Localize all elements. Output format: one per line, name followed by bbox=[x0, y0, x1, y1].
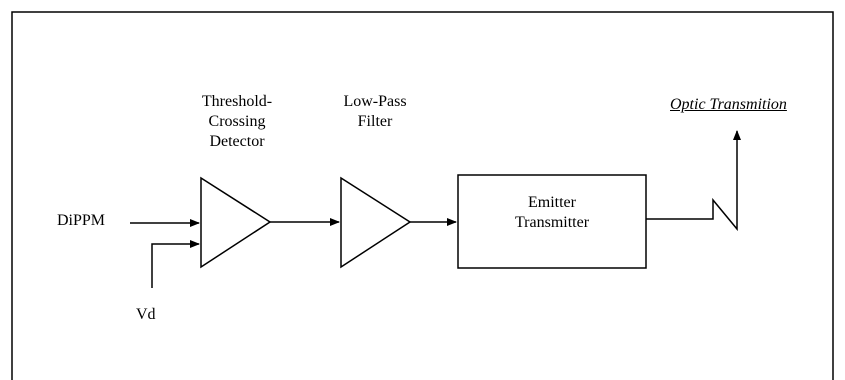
emitter-transmitter-label: Emitter Transmitter bbox=[470, 193, 634, 233]
vd-label: Vd bbox=[136, 306, 156, 323]
frame-border bbox=[11, 11, 834, 380]
low-pass-filter-label: Low-Pass Filter bbox=[330, 92, 420, 132]
vd-reference-line bbox=[151, 240, 200, 288]
threshold-label-line-1: Threshold- bbox=[201, 93, 273, 110]
low-pass-filter-triangle bbox=[340, 176, 412, 269]
threshold-detector-triangle bbox=[200, 176, 272, 269]
emitter-label-line-1: Emitter bbox=[528, 194, 576, 211]
optic-transmission-label: Optic Transmition bbox=[670, 96, 787, 113]
threshold-label-line-3: Detector bbox=[209, 133, 265, 150]
threshold-label-line-2: Crossing bbox=[208, 113, 266, 130]
emitter-transmitter-box bbox=[457, 174, 647, 269]
optic-output-arrow bbox=[646, 130, 741, 232]
threshold-detector-label: Threshold- Crossing Detector bbox=[183, 92, 291, 152]
filter-label-line-2: Filter bbox=[357, 113, 393, 130]
dippm-label: DiPPM bbox=[57, 212, 106, 229]
emitter-label-line-2: Transmitter bbox=[514, 214, 590, 231]
filter-label-line-1: Low-Pass bbox=[343, 93, 407, 110]
